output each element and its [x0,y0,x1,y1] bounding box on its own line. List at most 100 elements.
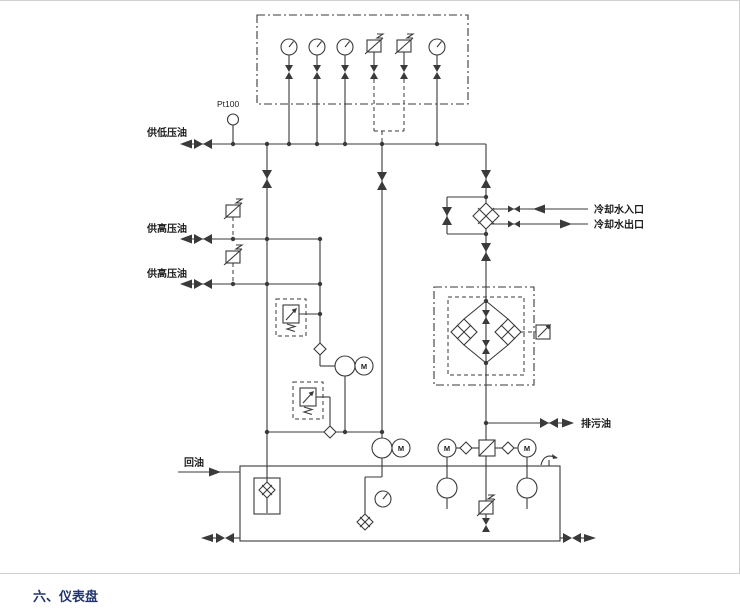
pressure-switch-icon [394,33,415,55]
flow-arrow-right-icon [209,467,221,477]
flow-arrow-left-icon [180,279,192,289]
supply-low-pressure-line: 供低压油 [146,126,212,149]
cooling-water-inlet-line: 冷却水入口 [508,203,644,216]
pressure-switch-icon [223,198,244,220]
flow-arrow-left-icon [533,204,545,214]
shutoff-valve-icon [194,139,212,149]
pump-icon [436,477,458,499]
level-switch-icon [476,494,496,517]
filter-outer-box [433,286,535,386]
bypass-valve-icon [442,207,452,225]
drain-oil-label: 排污油 [581,417,611,430]
pressure-switch-icon [223,244,244,266]
shutoff-valve-icon [377,172,387,190]
check-valve-icon [501,441,515,455]
gauge-valve-icon [341,65,349,79]
pressure-gauge-icon [308,38,326,56]
relief-valve [275,298,307,337]
flow-arrow-right-icon [560,219,572,229]
section-heading: 六、仪表盘 [33,589,99,604]
thermometer-icon [374,490,392,508]
duplex-filter-assembly [433,286,551,386]
vertical-pump-unit: M [516,438,538,499]
flow-arrow-right-icon [562,418,574,428]
tank-valve-icon [482,518,490,532]
return-filter [253,477,281,515]
cooling-water-inlet-label: 冷却水入口 [594,203,644,216]
motor-icon [354,356,374,376]
cooling-valve-icon [508,205,520,213]
supply-high-pressure-oil-label: 供高压油 [146,267,187,280]
tank-drain-left [201,533,234,543]
supply-high-pressure-oil-label: 供高压油 [146,222,187,235]
pressure-gauge-icon [428,38,446,56]
shutoff-valve-icon [481,170,491,188]
supply-high-pressure-line-2: 供高压油 [146,244,244,289]
temperature-sensor-icon [226,113,240,126]
suction-strainer-icon [356,513,374,531]
heat-exchanger [472,202,500,230]
drain-oil-line: 排污油 [540,417,611,430]
motor-icon [517,438,537,458]
check-valve-icon [459,441,473,455]
pump-icon [516,477,538,499]
drain-valve-icon [216,533,234,543]
pt100-label: Pt100 [217,99,239,109]
return-oil-label: 回油 [184,456,204,469]
pressure-switch-icon [364,33,385,55]
sensing-lines [232,79,536,333]
diff-pressure-indicator-icon [535,324,551,340]
pump-motor-unit: M [334,355,374,377]
gauge-valve-icon [285,65,293,79]
piping-diagram: Pt100 供低压油 供高压油 供高压油 [146,14,644,543]
filter-icon [494,318,522,346]
drain-valve-icon [563,533,581,543]
changeover-valve-icon [482,340,490,354]
instrument-panel [256,14,469,105]
pump-icon [334,355,356,377]
flow-arrow-left-icon [201,534,213,542]
motor-label: M [361,362,367,371]
shutoff-valve-icon [262,170,272,188]
flow-arrow-left-icon [180,139,192,149]
pump-icon [371,437,393,459]
instrument-panel-box [256,14,469,105]
pt100-sensor: Pt100 [217,99,240,126]
gauge-valve-icon [433,65,441,79]
pump-motor-unit: M [371,437,411,459]
cooling-water-outlet-line: 冷却水出口 [508,218,644,231]
pipe-lines [178,52,588,539]
motor-icon [437,438,457,458]
supply-high-pressure-line-1: 供高压油 [146,198,244,244]
gauge-valve-icon [400,65,408,79]
drain-valve-icon [540,418,558,428]
check-valve-icon [323,425,337,439]
motor-label: M [398,444,404,453]
vertical-pump-unit: M [436,438,458,499]
shutoff-valve-icon [481,243,491,261]
shutoff-valve-icon [194,234,212,244]
discharge-block [478,439,496,457]
oil-tank-icon [239,465,561,542]
gauge-valve-icon [370,65,378,79]
flow-arrow-right-icon [584,534,596,542]
tank-drain-right [563,533,596,543]
check-valve-icon [313,342,327,356]
motor-icon [391,438,411,458]
oil-tank [239,454,561,542]
shutoff-valve-icon [194,279,212,289]
pressure-gauge-icon [336,38,354,56]
cooling-water-outlet-label: 冷却水出口 [594,218,644,231]
relief-valve [292,381,324,420]
junction-dots [230,141,489,435]
changeover-valve-icon [482,310,490,324]
flow-arrow-left-icon [180,234,192,244]
filter-icon [450,318,478,346]
filter-inner-box [447,296,525,376]
supply-low-pressure-oil-label: 供低压油 [146,126,187,139]
gauge-valve-icon [313,65,321,79]
pressure-gauge-icon [280,38,298,56]
diagram-frame: Pt100 供低压油 供高压油 供高压油 [0,0,740,574]
motor-label: M [524,444,530,453]
